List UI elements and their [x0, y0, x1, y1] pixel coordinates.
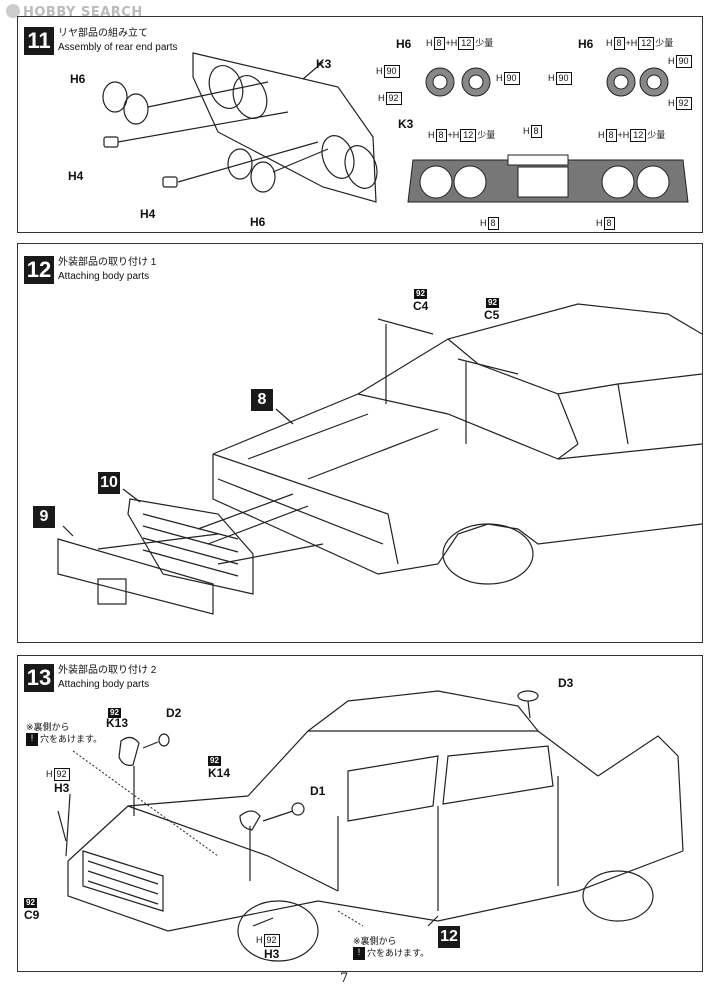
step-title-en: Attaching body parts [58, 271, 150, 282]
paint-badge: 92 [24, 898, 37, 908]
detail-label-h6: H6 [578, 37, 594, 51]
label-c5: C5 [484, 308, 500, 322]
label-d3: D3 [558, 676, 574, 690]
label-h4: H4 [140, 207, 156, 221]
step-number: 11 [24, 27, 54, 55]
step-title-en: Attaching body parts [58, 679, 150, 690]
paint-badge: 92 [414, 289, 427, 299]
label-h3: H3 [264, 947, 280, 961]
label-k14: K14 [208, 766, 231, 780]
logo-icon [6, 4, 20, 18]
page-number: 7 [340, 971, 349, 986]
step-11-panel: 11 リヤ部品の組み立て Assembly of rear end parts [17, 16, 703, 233]
drill-note: ※裏側から !穴をあけます。 [26, 722, 102, 746]
step-ref-10: 10 [98, 472, 120, 494]
label-h3: H3 [54, 781, 70, 795]
step-13-panel: 13 外装部品の取り付け 2 Attaching body parts [17, 655, 703, 972]
step-ref-9: 9 [33, 506, 55, 528]
label-h4: H4 [68, 169, 84, 183]
front-body-illustration [57, 303, 703, 615]
label-k3: K3 [316, 57, 332, 71]
label-d1: D1 [310, 784, 326, 798]
step-12-panel: 12 外装部品の取り付け 1 Attaching body parts [17, 243, 703, 643]
drill-icon: ! [26, 733, 38, 746]
label-d2: D2 [166, 706, 182, 720]
drill-icon: ! [353, 947, 365, 960]
detail-label-h6: H6 [396, 37, 412, 51]
detail-label-k3: K3 [398, 117, 414, 131]
label-h6: H6 [70, 72, 86, 86]
step-title-jp: リヤ部品の組み立て [58, 28, 148, 39]
step-ref-8: 8 [251, 389, 273, 411]
label-c9: C9 [24, 908, 40, 922]
step-title-jp: 外装部品の取り付け 1 [58, 257, 157, 268]
step-number: 13 [24, 664, 54, 692]
step-title-en: Assembly of rear end parts [58, 42, 178, 53]
label-k13: K13 [106, 716, 129, 730]
drill-note: ※裏側から !穴をあけます。 [353, 936, 429, 960]
paint-badge: 92 [486, 298, 499, 308]
paint-badge: 92 [108, 708, 121, 718]
step-title-jp: 外装部品の取り付け 2 [58, 665, 157, 676]
side-body-illustration [57, 690, 684, 962]
paint-badge: 92 [208, 756, 221, 766]
step-ref-12: 12 [438, 926, 460, 948]
rear-assembly-illustration [102, 52, 689, 203]
step-number: 12 [24, 256, 54, 284]
label-h6: H6 [250, 215, 266, 229]
label-c4: C4 [413, 299, 429, 313]
